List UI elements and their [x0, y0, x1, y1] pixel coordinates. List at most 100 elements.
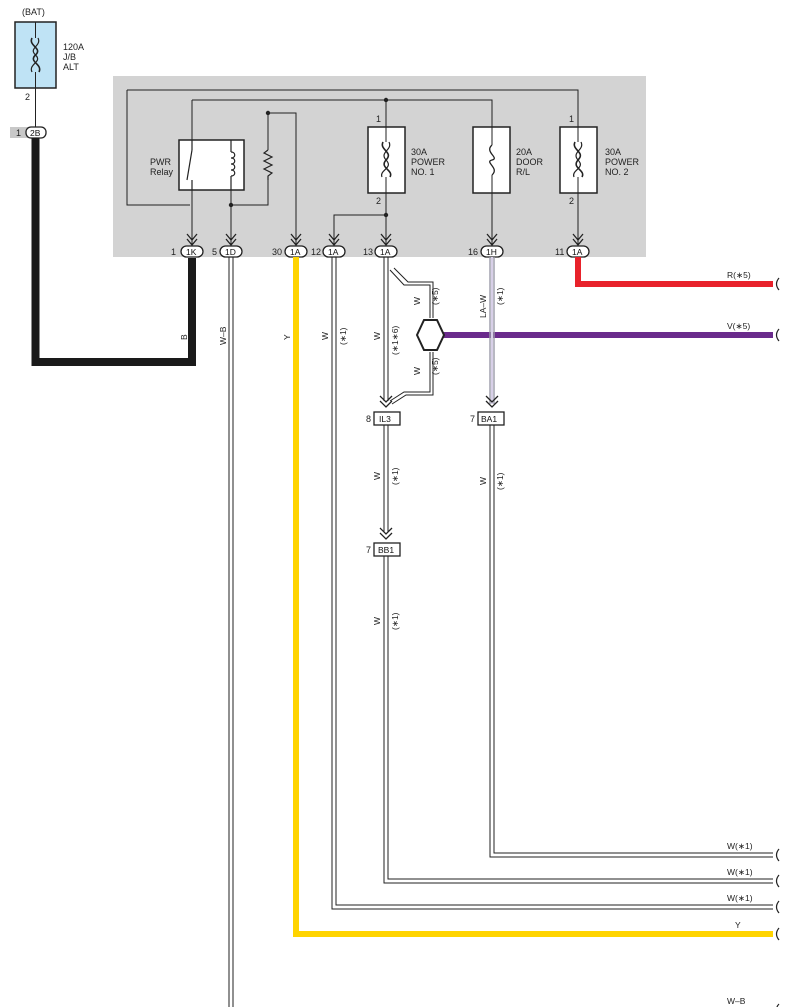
relay-switch-icon [186, 140, 193, 190]
jb-connector-1a-12: 12 1A [311, 245, 346, 258]
fuse-power-no1-icon [381, 127, 392, 193]
batt-connector-pin: 1 [16, 128, 21, 138]
wire-wb-label: W–B [218, 326, 228, 345]
wire-w-pin12 [331, 257, 773, 910]
jb-connector-1d-pin: 5 [212, 247, 217, 257]
wire-break-marks [775, 277, 780, 1007]
alt-fuse-icon [30, 22, 41, 88]
wire-w-branch-bottom-suffix: (∗5) [430, 357, 440, 375]
relay-label-2: Relay [150, 167, 174, 177]
wire-w-ba1-out [489, 425, 773, 858]
right-label-wb: W–B [727, 996, 746, 1006]
fuse2-line-3: R/L [516, 167, 530, 177]
jb-connector-1h-pin: 16 [468, 247, 478, 257]
wire-w-branch-top-suffix: (∗5) [430, 287, 440, 305]
alt-fuse-line-1: 120A [63, 42, 84, 52]
wire-r [575, 257, 773, 287]
batt-connector-code: 2B [30, 128, 41, 138]
wire-w-il3-suffix: (∗1) [390, 467, 400, 485]
relay-coil-icon [230, 140, 236, 190]
wire-w-bb1-out [383, 556, 773, 884]
fuse3-line-2: POWER [605, 157, 640, 167]
right-label-y: Y [735, 920, 741, 930]
wire-w-il3-bb1 [383, 425, 389, 532]
wire-y [293, 257, 773, 937]
jb-connector-arrows [186, 233, 584, 247]
wire-y-label: Y [282, 334, 292, 340]
wire-law-suffix: (∗1) [495, 287, 505, 305]
right-label-w1-pin12: W(∗1) [727, 893, 753, 903]
jb-connector-1a-30: 30 1A [272, 245, 308, 258]
jb-connector-1a-30-pin: 30 [272, 247, 282, 257]
alt-fuse-line-3: ALT [63, 62, 79, 72]
fuse3-line-1: 30A [605, 147, 621, 157]
jb-connector-1d: 5 1D [212, 245, 243, 258]
wire-w-bb1-suffix: (∗1) [390, 612, 400, 630]
fuse1-bottom-pin: 2 [376, 196, 381, 206]
wire-w-il3-label: W [372, 472, 382, 480]
mid-connector-arrows [379, 395, 499, 540]
jb-connector-1k: 1 1K [171, 245, 204, 258]
wire-b [31, 138, 196, 366]
jb-connector-1d-code: 1D [225, 247, 236, 257]
wire-w-pin12-suffix: (∗1) [338, 327, 348, 345]
connector-il3: 8 IL3 [366, 411, 401, 426]
wire-w-branch-top-label: W [412, 297, 422, 305]
relay-label-1: PWR [150, 157, 171, 167]
fuse3-line-3: NO. 2 [605, 167, 629, 177]
connector-il3-pin: 8 [366, 414, 371, 424]
jb-connector-1a-11-pin: 11 [555, 247, 564, 257]
resistor-icon [262, 149, 274, 180]
fuse1-top-pin: 1 [376, 114, 381, 124]
wire-w-pin12-label: W [320, 332, 330, 340]
wire-b-label: B [179, 334, 189, 340]
jb-connector-1a-12-pin: 12 [311, 247, 321, 257]
connector-ba1: 7 BA1 [470, 411, 505, 426]
right-label-w1-ba1: W(∗1) [727, 841, 753, 851]
fuse1-line-3: NO. 1 [411, 167, 435, 177]
right-label-v5: V(∗5) [727, 321, 750, 331]
splice-point [415, 319, 446, 351]
fuse2-line-2: DOOR [516, 157, 544, 167]
alt-fuse-pin: 2 [25, 92, 30, 102]
jb-connector-1a-13-pin: 13 [363, 247, 373, 257]
connector-bb1-code: BB1 [378, 545, 394, 555]
jb-connector-1a-13: 13 1A [363, 245, 398, 258]
wire-w-ba1-label: W [478, 477, 488, 485]
connector-bb1: 7 BB1 [366, 542, 401, 557]
fuse2-line-1: 20A [516, 147, 532, 157]
right-label-r5: R(∗5) [727, 270, 751, 280]
wire-w-pin13-label: W [372, 332, 382, 340]
fuse1-line-1: 30A [411, 147, 427, 157]
fuse1-line-2: POWER [411, 157, 446, 167]
jb-connector-1a-13-code: 1A [380, 247, 391, 257]
wire-w-ba1-suffix: (∗1) [495, 472, 505, 490]
jb-connector-1a-12-code: 1A [328, 247, 339, 257]
wire-w-pin13 [383, 257, 434, 405]
fuse-door-rl-icon [489, 127, 495, 193]
jb-internal-wiring [126, 89, 579, 245]
connector-ba1-code: BA1 [481, 414, 497, 424]
jb-connector-1h: 16 1H [468, 245, 504, 258]
wire-w-pin13-suffix: (∗1∗6) [390, 325, 400, 355]
wire-w-branch-bottom-label: W [412, 367, 422, 375]
alt-fuse-line-2: J/B [63, 52, 76, 62]
right-label-w1-bb1: W(∗1) [727, 867, 753, 877]
connector-ba1-pin: 7 [470, 414, 475, 424]
connector-il3-code: IL3 [379, 414, 391, 424]
jb-connector-1a-11: 11 1A [555, 245, 590, 258]
jb-connector-1a-30-code: 1A [290, 247, 301, 257]
wire-law [489, 257, 495, 404]
battery-label: (BAT) [22, 7, 45, 17]
jb-connector-1h-code: 1H [486, 247, 497, 257]
wire-w-bb1-label: W [372, 617, 382, 625]
wire-law-label: LA–W [478, 295, 488, 318]
fuse3-top-pin: 1 [569, 114, 574, 124]
jb-connector-1a-11-code: 1A [572, 247, 583, 257]
fuse-power-no2-icon [573, 127, 584, 193]
wire-wb [228, 257, 234, 1007]
jb-connector-1k-code: 1K [186, 247, 197, 257]
connector-bb1-pin: 7 [366, 545, 371, 555]
fuse3-bottom-pin: 2 [569, 196, 574, 206]
